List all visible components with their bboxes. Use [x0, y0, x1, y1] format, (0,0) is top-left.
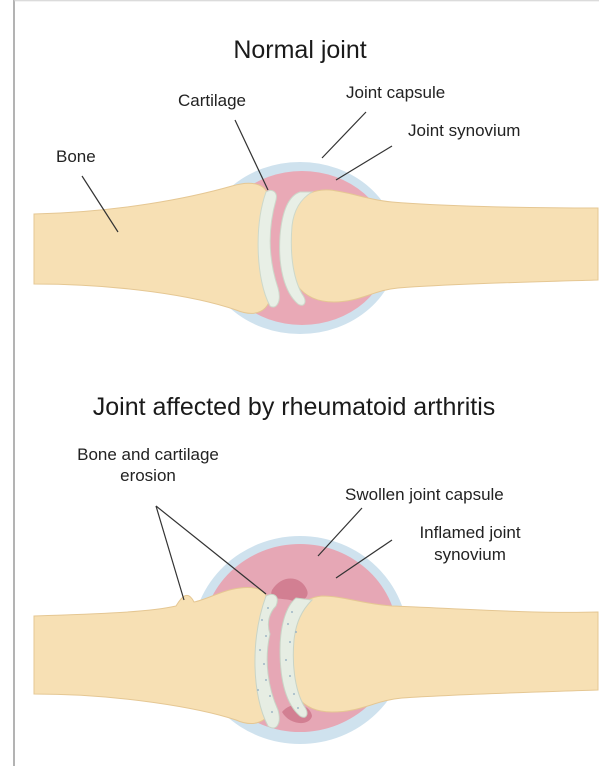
ra-joint-title: Joint affected by rheumatoid arthritis: [93, 393, 496, 421]
normal-joint-title: Normal joint: [233, 36, 366, 64]
erosion-label-line1: Bone and cartilage: [77, 445, 219, 464]
ra-right-bone: [286, 596, 598, 712]
capsule-leader: [322, 112, 366, 158]
joint-synovium-label: Joint synovium: [408, 121, 520, 140]
erosion-label-line2: erosion: [120, 466, 176, 485]
inflamed-synovium-label-line2: synovium: [434, 545, 506, 564]
cartilage-label: Cartilage: [178, 91, 246, 110]
normal-right-bone: [286, 190, 598, 302]
swollen-capsule-label: Swollen joint capsule: [345, 485, 504, 504]
joint-capsule-label: Joint capsule: [346, 83, 445, 102]
bone-label: Bone: [56, 147, 96, 166]
normal-left-bone: [34, 183, 272, 313]
ra-left-bone: [34, 588, 272, 724]
ra-joint-figure: Joint affected by rheumatoid arthritis B…: [34, 393, 598, 744]
normal-joint-figure: Normal joint Cartilage Joint capsule Joi…: [34, 36, 598, 334]
erosion-leader-bone: [156, 506, 184, 600]
synovium-leader: [336, 146, 392, 180]
inflamed-synovium-label-line1: Inflamed joint: [419, 523, 520, 542]
